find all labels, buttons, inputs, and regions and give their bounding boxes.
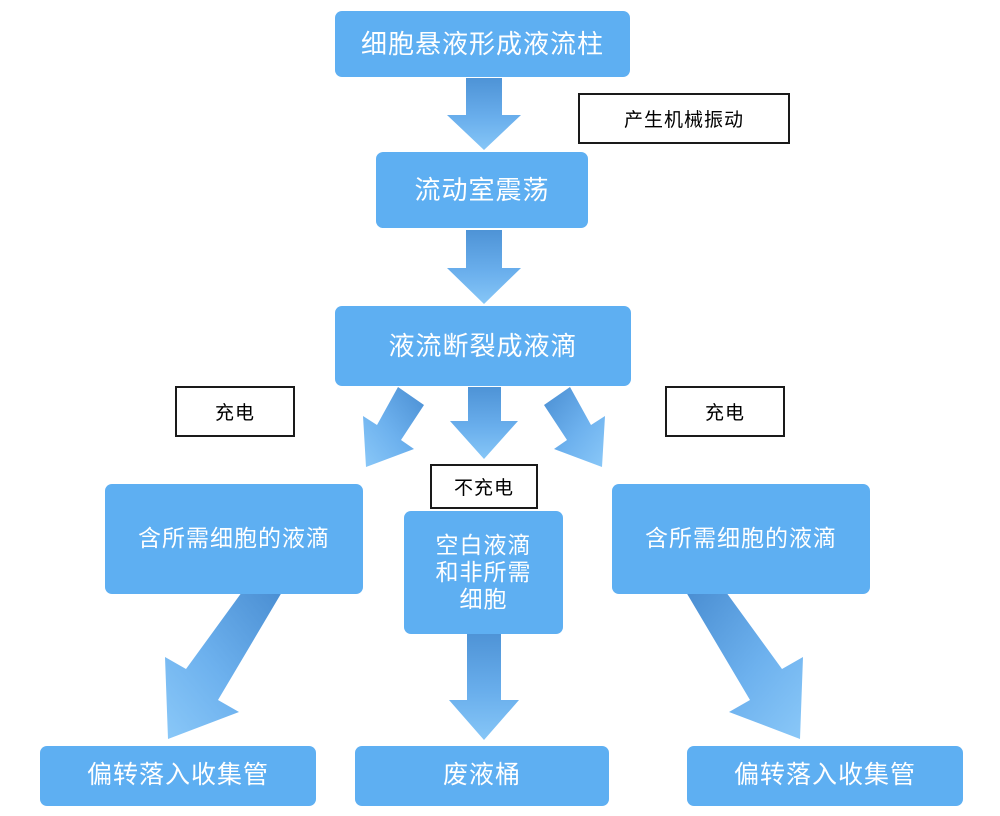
arrow-n3-to-n5 xyxy=(450,387,518,459)
node-label: 废液桶 xyxy=(442,761,521,790)
node-blank-droplet-and-unwanted-cells[interactable]: 空白液滴 和非所需 细胞 xyxy=(404,511,563,634)
node-stream-breaks-into-droplets[interactable]: 液流断裂成液滴 xyxy=(335,306,631,386)
node-label: 含所需细胞的液滴 xyxy=(138,525,330,552)
arrow-n4-to-n7 xyxy=(165,592,282,739)
node-deflect-into-collection-tube-right[interactable]: 偏转落入收集管 xyxy=(687,746,963,806)
arrow-n3-to-n4 xyxy=(363,387,424,467)
node-deflect-into-collection-tube-left[interactable]: 偏转落入收集管 xyxy=(40,746,316,806)
node-label: 偏转落入收集管 xyxy=(86,761,269,790)
arrow-n3-to-n6 xyxy=(544,387,605,467)
node-label-line-1: 空白液滴 xyxy=(435,531,532,558)
node-label-line-3: 细胞 xyxy=(459,586,508,613)
node-label: 偏转落入收集管 xyxy=(733,761,916,790)
arrow-n2-to-n3 xyxy=(447,230,521,304)
note-label: 充电 xyxy=(214,403,255,424)
note-label: 产生机械振动 xyxy=(623,110,744,131)
node-label-line-2: 和非所需 xyxy=(435,558,532,585)
node-droplet-with-target-cells-right[interactable]: 含所需细胞的液滴 xyxy=(612,484,870,594)
note-label: 不充电 xyxy=(453,478,514,499)
note-label: 充电 xyxy=(704,403,745,424)
node-label: 流动室震荡 xyxy=(414,174,550,205)
node-droplet-with-target-cells-left[interactable]: 含所需细胞的液滴 xyxy=(105,484,363,594)
node-waste-container[interactable]: 废液桶 xyxy=(355,746,609,806)
node-label: 液流断裂成液滴 xyxy=(388,330,578,361)
arrow-n6-to-n9 xyxy=(686,592,803,739)
node-label: 细胞悬液形成液流柱 xyxy=(360,28,604,59)
arrow-n5-to-n8 xyxy=(449,633,519,740)
note-mechanical-vibration[interactable]: 产生机械振动 xyxy=(578,93,790,144)
note-no-charge-center[interactable]: 不充电 xyxy=(430,464,538,509)
node-cell-suspension-stream[interactable]: 细胞悬液形成液流柱 xyxy=(335,11,630,77)
node-label: 含所需细胞的液滴 xyxy=(645,525,837,552)
node-flow-cell-oscillation[interactable]: 流动室震荡 xyxy=(376,152,588,228)
note-charge-right[interactable]: 充电 xyxy=(665,386,785,437)
note-charge-left[interactable]: 充电 xyxy=(175,386,295,437)
arrow-n1-to-n2 xyxy=(447,78,521,150)
